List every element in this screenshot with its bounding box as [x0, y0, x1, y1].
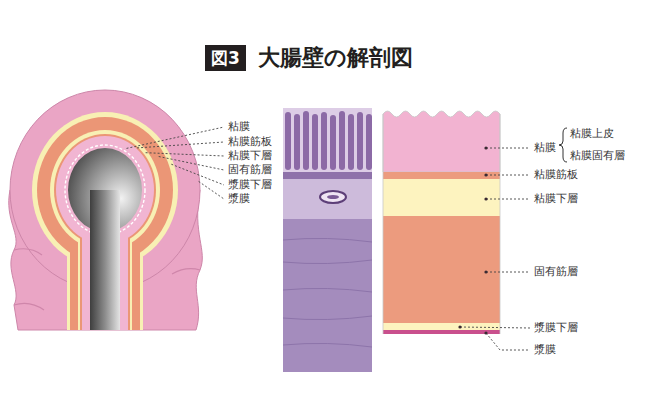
- leader-line: [460, 327, 530, 328]
- layer-label: 固有筋層: [228, 163, 272, 176]
- leader-dot: [458, 325, 461, 328]
- leader-line: [171, 164, 224, 185]
- leader-line: [486, 175, 530, 176]
- layer-schema: [383, 111, 567, 350]
- subserosa-band: [383, 323, 500, 330]
- layer-label: 漿膜下層: [228, 178, 272, 191]
- crypt: [303, 111, 309, 170]
- leader-dot: [484, 146, 487, 149]
- leader-line: [486, 272, 530, 273]
- haustra-fold: [172, 269, 200, 274]
- layer-label: 粘膜: [228, 120, 250, 133]
- leader-line: [486, 148, 530, 149]
- submucosa-band: [383, 179, 500, 216]
- leader-line: [199, 181, 224, 199]
- layer-label: 漿膜下層: [534, 321, 578, 334]
- crypt: [339, 111, 345, 170]
- leader-lines: [127, 127, 225, 199]
- leader-line: [146, 153, 224, 156]
- muscle-fibre: [283, 238, 372, 347]
- leader-lines: [460, 148, 530, 350]
- leader-dot: [484, 270, 487, 273]
- figure-title: 大腸壁の解剖図: [258, 45, 413, 71]
- crypt: [294, 114, 300, 170]
- layer-label: 粘膜上皮: [570, 127, 614, 140]
- crypt: [330, 115, 336, 170]
- histology-photo: [283, 108, 372, 372]
- layer-label: 粘膜筋板: [228, 135, 272, 148]
- figure-number-box: 図3: [205, 45, 246, 71]
- lumen-tube: [90, 190, 120, 330]
- layer-label: 粘膜: [534, 141, 556, 154]
- crypt: [285, 112, 291, 170]
- crypt: [312, 114, 318, 170]
- leader-line: [137, 142, 224, 148]
- brace: [559, 128, 567, 162]
- layer-label: 漿膜: [228, 192, 250, 205]
- leader-line: [159, 157, 224, 171]
- layer-label: 粘膜固有層: [570, 149, 625, 162]
- crypt: [321, 112, 327, 170]
- blood-vessel-core: [327, 195, 339, 199]
- figure-number: 図3: [211, 48, 240, 68]
- layer-label: 漿膜: [534, 343, 556, 356]
- layer-label: 粘膜筋板: [534, 168, 578, 181]
- muscularis-propria-band: [383, 216, 500, 323]
- serosa-band: [383, 330, 500, 334]
- layer-label: 粘膜下層: [534, 192, 578, 205]
- leader-dot: [484, 331, 487, 334]
- colon-illustration: [9, 90, 224, 330]
- layer-label: 固有筋層: [534, 265, 578, 278]
- leader-dot: [484, 173, 487, 176]
- crypt-layer: [283, 108, 372, 172]
- muscularis-mucosae-band: [383, 172, 500, 179]
- haustra-fold: [14, 249, 42, 255]
- photo-ground: [283, 108, 372, 372]
- schema-outline: [383, 114, 500, 334]
- leader-line: [127, 127, 225, 148]
- crypt: [357, 112, 363, 170]
- leader-dots: [458, 146, 487, 334]
- leader-line: [486, 333, 530, 350]
- leader-line: [486, 199, 530, 200]
- haustra-fold: [14, 303, 44, 310]
- muscularis-mucosae-band: [283, 172, 372, 179]
- crypt: [348, 114, 354, 170]
- blood-vessel: [320, 191, 346, 203]
- layer-label: 粘膜下層: [228, 149, 272, 162]
- submucosa-band: [283, 179, 372, 219]
- crypt: [366, 114, 372, 170]
- leader-dot: [484, 197, 487, 200]
- mucosa-band: [383, 111, 500, 172]
